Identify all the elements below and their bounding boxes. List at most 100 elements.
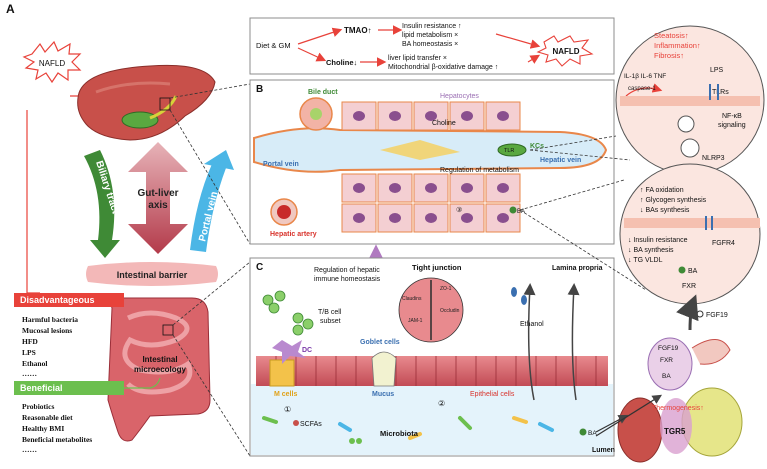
nafld-top-label: NAFLD: [552, 47, 579, 56]
disadvantageous-title: Disadvantageous: [20, 295, 95, 305]
axis-label-line2: axis: [148, 200, 168, 211]
step1-label: ①: [284, 405, 291, 414]
hepatic-vein-label: Hepatic vein: [540, 157, 581, 164]
panel-c: C M cells ① DC T/B cell subset Regulatio…: [249, 257, 615, 457]
inflammation-circle: Steatosis↑ Inflammation↑ Fibrosis↑ IL-1β…: [615, 25, 765, 175]
jam1-label: JAM-1: [408, 318, 423, 324]
hepatic-artery-label: Hepatic artery: [270, 231, 317, 238]
kcs-label: KCs: [530, 143, 544, 150]
panel-b: B Bile duct Hepatocytes Choline Portal v…: [249, 79, 615, 245]
choline-b-label: Choline: [432, 120, 456, 127]
disadvantage-item: Ethanol: [22, 359, 47, 368]
nfkb-line2: signaling: [718, 122, 746, 129]
nafld-starburst: NAFLD: [22, 40, 82, 84]
choline-effect: Mitochondrial β-oxidative damage ↑: [388, 64, 498, 71]
ileum-fgf19-label: FGF19: [658, 345, 679, 352]
glycogen-label: ↑ Glycogen synthesis: [640, 197, 707, 204]
disadvantage-item: ……: [22, 369, 37, 378]
metabolism-circle: ↑ FA oxidation ↑ Glycogen synthesis ↓ BA…: [619, 163, 761, 305]
immune-line2: immune homeostasis: [314, 276, 381, 283]
regulation-metabolism-label: Regulation of metabolism: [440, 167, 519, 174]
beneficial-item: Healthy BMI: [22, 424, 64, 433]
ethanol-label: Ethanol: [520, 321, 544, 328]
liver-illustration: [77, 64, 216, 141]
disadvantageous-box: Disadvantageous Harmful bacteria Mucosal…: [14, 293, 124, 378]
intestine-zoom-box: [162, 324, 174, 336]
liver-zoom-box: [159, 97, 171, 111]
mucus-label: Mucus: [372, 391, 394, 398]
lumen-label: Lumen: [592, 447, 615, 454]
steatosis-label: Steatosis↑: [654, 31, 689, 40]
ba-b-label: BA: [517, 209, 525, 215]
step3-label: ③: [456, 206, 462, 214]
occludin-label: Occludin: [440, 308, 460, 314]
fgf19-arrow: [676, 294, 699, 331]
m-cells-label: M cells: [274, 391, 297, 398]
tight-junction-label: Tight junction: [412, 263, 462, 272]
hepatocytes-label: Hepatocytes: [440, 93, 479, 100]
tmao-effect: Insulin resistance ↑: [402, 23, 462, 30]
figure-label: A: [6, 2, 15, 16]
intestinal-barrier: Intestinal barrier: [86, 262, 218, 286]
portal-vein-b-label: Portal vein: [263, 161, 299, 168]
cytokines-label: IL-1β IL-6 TNF: [624, 73, 666, 80]
ba-circle2-label: BA: [688, 268, 698, 275]
diet-gm-label: Diet & GM: [256, 41, 291, 50]
fgfr4-label: FGFR4: [712, 240, 735, 247]
tb-cell-line1: T/B cell: [318, 309, 342, 316]
nlrp3-label: NLRP3: [702, 155, 725, 162]
fxr-label: FXR: [682, 283, 696, 290]
ileum-ba-label: BA: [662, 373, 671, 380]
disadvantage-item: Harmful bacteria: [22, 315, 78, 324]
choline-label: Choline↓: [326, 58, 357, 67]
biliary-tract-arrow: Biliary tract: [84, 150, 121, 258]
ba-flow-arrows: [595, 394, 663, 437]
ba-zoom-line: [519, 179, 625, 211]
caspase-label: caspase-1: [628, 86, 656, 92]
ba-c-label: BA: [588, 430, 597, 437]
disadvantage-connector: [26, 110, 40, 294]
microbiota-label: Microbiota: [380, 429, 419, 438]
kc-zoom-line: [529, 135, 617, 151]
axis-label-line1: Gut-liver: [137, 188, 178, 199]
scfas-label: SCFAs: [300, 421, 322, 428]
beneficial-box: Beneficial Probiotics Reasonable diet He…: [14, 377, 161, 454]
fa-oxidation-label: ↑ FA oxidation: [640, 187, 684, 194]
zo1-label: ZO-1: [440, 286, 452, 292]
choline-effect: liver lipid transfer ×: [388, 55, 447, 62]
dc-label: DC: [302, 347, 312, 354]
disadvantage-item: Mucosal lesions: [22, 326, 72, 335]
tgr5-label: TGR5: [664, 427, 686, 436]
lps-label: LPS: [710, 67, 724, 74]
nfkb-line1: NF-κB: [722, 113, 742, 120]
goblet-cells-label: Goblet cells: [360, 339, 400, 346]
tmao-effect: lipid metabolism ×: [402, 32, 458, 39]
tlr-label: TLR: [504, 148, 514, 154]
beneficial-item: Probiotics: [22, 402, 54, 411]
inflammation-label: Inflammation↑: [654, 41, 701, 50]
gut-liver-axis: Gut-liver axis: [128, 142, 188, 254]
bas-synthesis-label: ↓ BAs synthesis: [640, 207, 690, 214]
fgf19-label: FGF19: [706, 312, 728, 319]
disadvantage-item: LPS: [22, 348, 36, 357]
fibrosis-label: Fibrosis↑: [654, 51, 684, 60]
panel-c-label: C: [256, 262, 263, 273]
bile-duct-label: Bile duct: [308, 89, 338, 96]
intestinal-microecology-line2: microecology: [134, 365, 187, 374]
tlrs-label: TLRs: [712, 89, 729, 96]
top-mechanism-box: Diet & GM TMAO↑ Choline↓ Insulin resista…: [249, 17, 615, 75]
tmao-label: TMAO↑: [344, 26, 372, 35]
beneficial-item: Beneficial metabolites: [22, 435, 92, 444]
panel-b-label: B: [256, 84, 263, 95]
immune-line1: Regulation of hepatic: [314, 267, 380, 274]
claudins-label: Claudins: [402, 296, 422, 302]
zoom-lines: [169, 83, 251, 457]
intestinal-barrier-label: Intestinal barrier: [117, 270, 188, 280]
ba-synthesis-label: ↓ BA synthesis: [628, 247, 674, 254]
intestinal-microecology-line1: Intestinal: [142, 355, 177, 364]
beneficial-title: Beneficial: [20, 383, 63, 393]
kc-zoom-line-2: [529, 149, 631, 161]
ileum-bulb: FGF19 FXR BA: [647, 337, 731, 391]
